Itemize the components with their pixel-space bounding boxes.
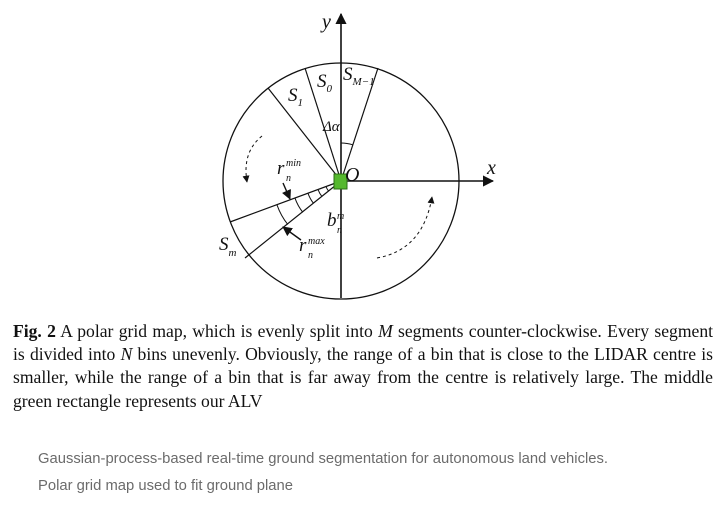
b-mn-sup: m (337, 211, 344, 222)
source-paper-title: Gaussian-process-based real-time ground … (38, 451, 608, 467)
r-min-arrow (281, 182, 291, 200)
r-max-arrow (282, 226, 302, 241)
rotation-arrow-right (376, 196, 435, 259)
caption-variable-n: N (120, 344, 133, 365)
segment-boundary-s0-s1 (304, 67, 342, 182)
r-max-base: r (299, 235, 307, 256)
b-mn-sub: n (337, 225, 342, 236)
caption-text-part-1: A polar grid map, which is evenly split … (55, 321, 379, 341)
x-axis-label: x (486, 157, 496, 179)
origin-label: O (345, 164, 359, 186)
y-axis-label: y (320, 11, 331, 33)
b-mn-base: b (327, 210, 337, 231)
segment-boundary-s1-left (267, 87, 342, 182)
segment-boundary-sm-lower (244, 180, 342, 259)
caption-variable-m: M (378, 321, 393, 341)
segment-boundary-sm1-right (340, 67, 379, 182)
bin-arc-5 (276, 204, 289, 225)
r-min-sub: n (286, 173, 291, 184)
bin-arc-1 (325, 186, 329, 192)
source-figure-description: Polar grid map used to fit ground plane (38, 478, 293, 494)
r-max-sub: n (308, 250, 313, 261)
vehicle-rectangle (333, 173, 348, 190)
segment-label-s0: S0 (317, 71, 333, 95)
caption-text-part-3: bins unevenly. Obviously, the range of a… (13, 344, 713, 411)
segment-boundary-sm-upper (229, 180, 342, 223)
caption-text-part-2: segments counter-clockwise. Every segmen… (13, 321, 713, 365)
delta-alpha-label: Δα (322, 119, 341, 135)
r-min-sup: min (286, 158, 301, 169)
r-max-sup: max (308, 236, 325, 247)
figure-caption-label: Fig. 2 (13, 321, 56, 341)
source-note: Gaussian-process-based real-time ground … (38, 446, 708, 500)
delta-alpha-arc (340, 142, 353, 146)
segment-label-sm: Sm (219, 234, 237, 259)
bin-arc-2 (317, 189, 323, 197)
figure-caption: Fig. 2 A polar grid map, which is evenly… (13, 320, 713, 413)
polar-grid-map-diagram: y x O S1 S0 SM−1 Sm Δα r min n r max n b… (219, 11, 496, 300)
bin-arc-3 (307, 193, 314, 204)
segment-label-s1: S1 (288, 85, 303, 109)
rotation-arrow-left (242, 135, 263, 183)
r-min-base: r (277, 158, 285, 179)
segment-label-sm1: SM−1 (343, 64, 375, 88)
bin-arc-4 (294, 198, 304, 213)
